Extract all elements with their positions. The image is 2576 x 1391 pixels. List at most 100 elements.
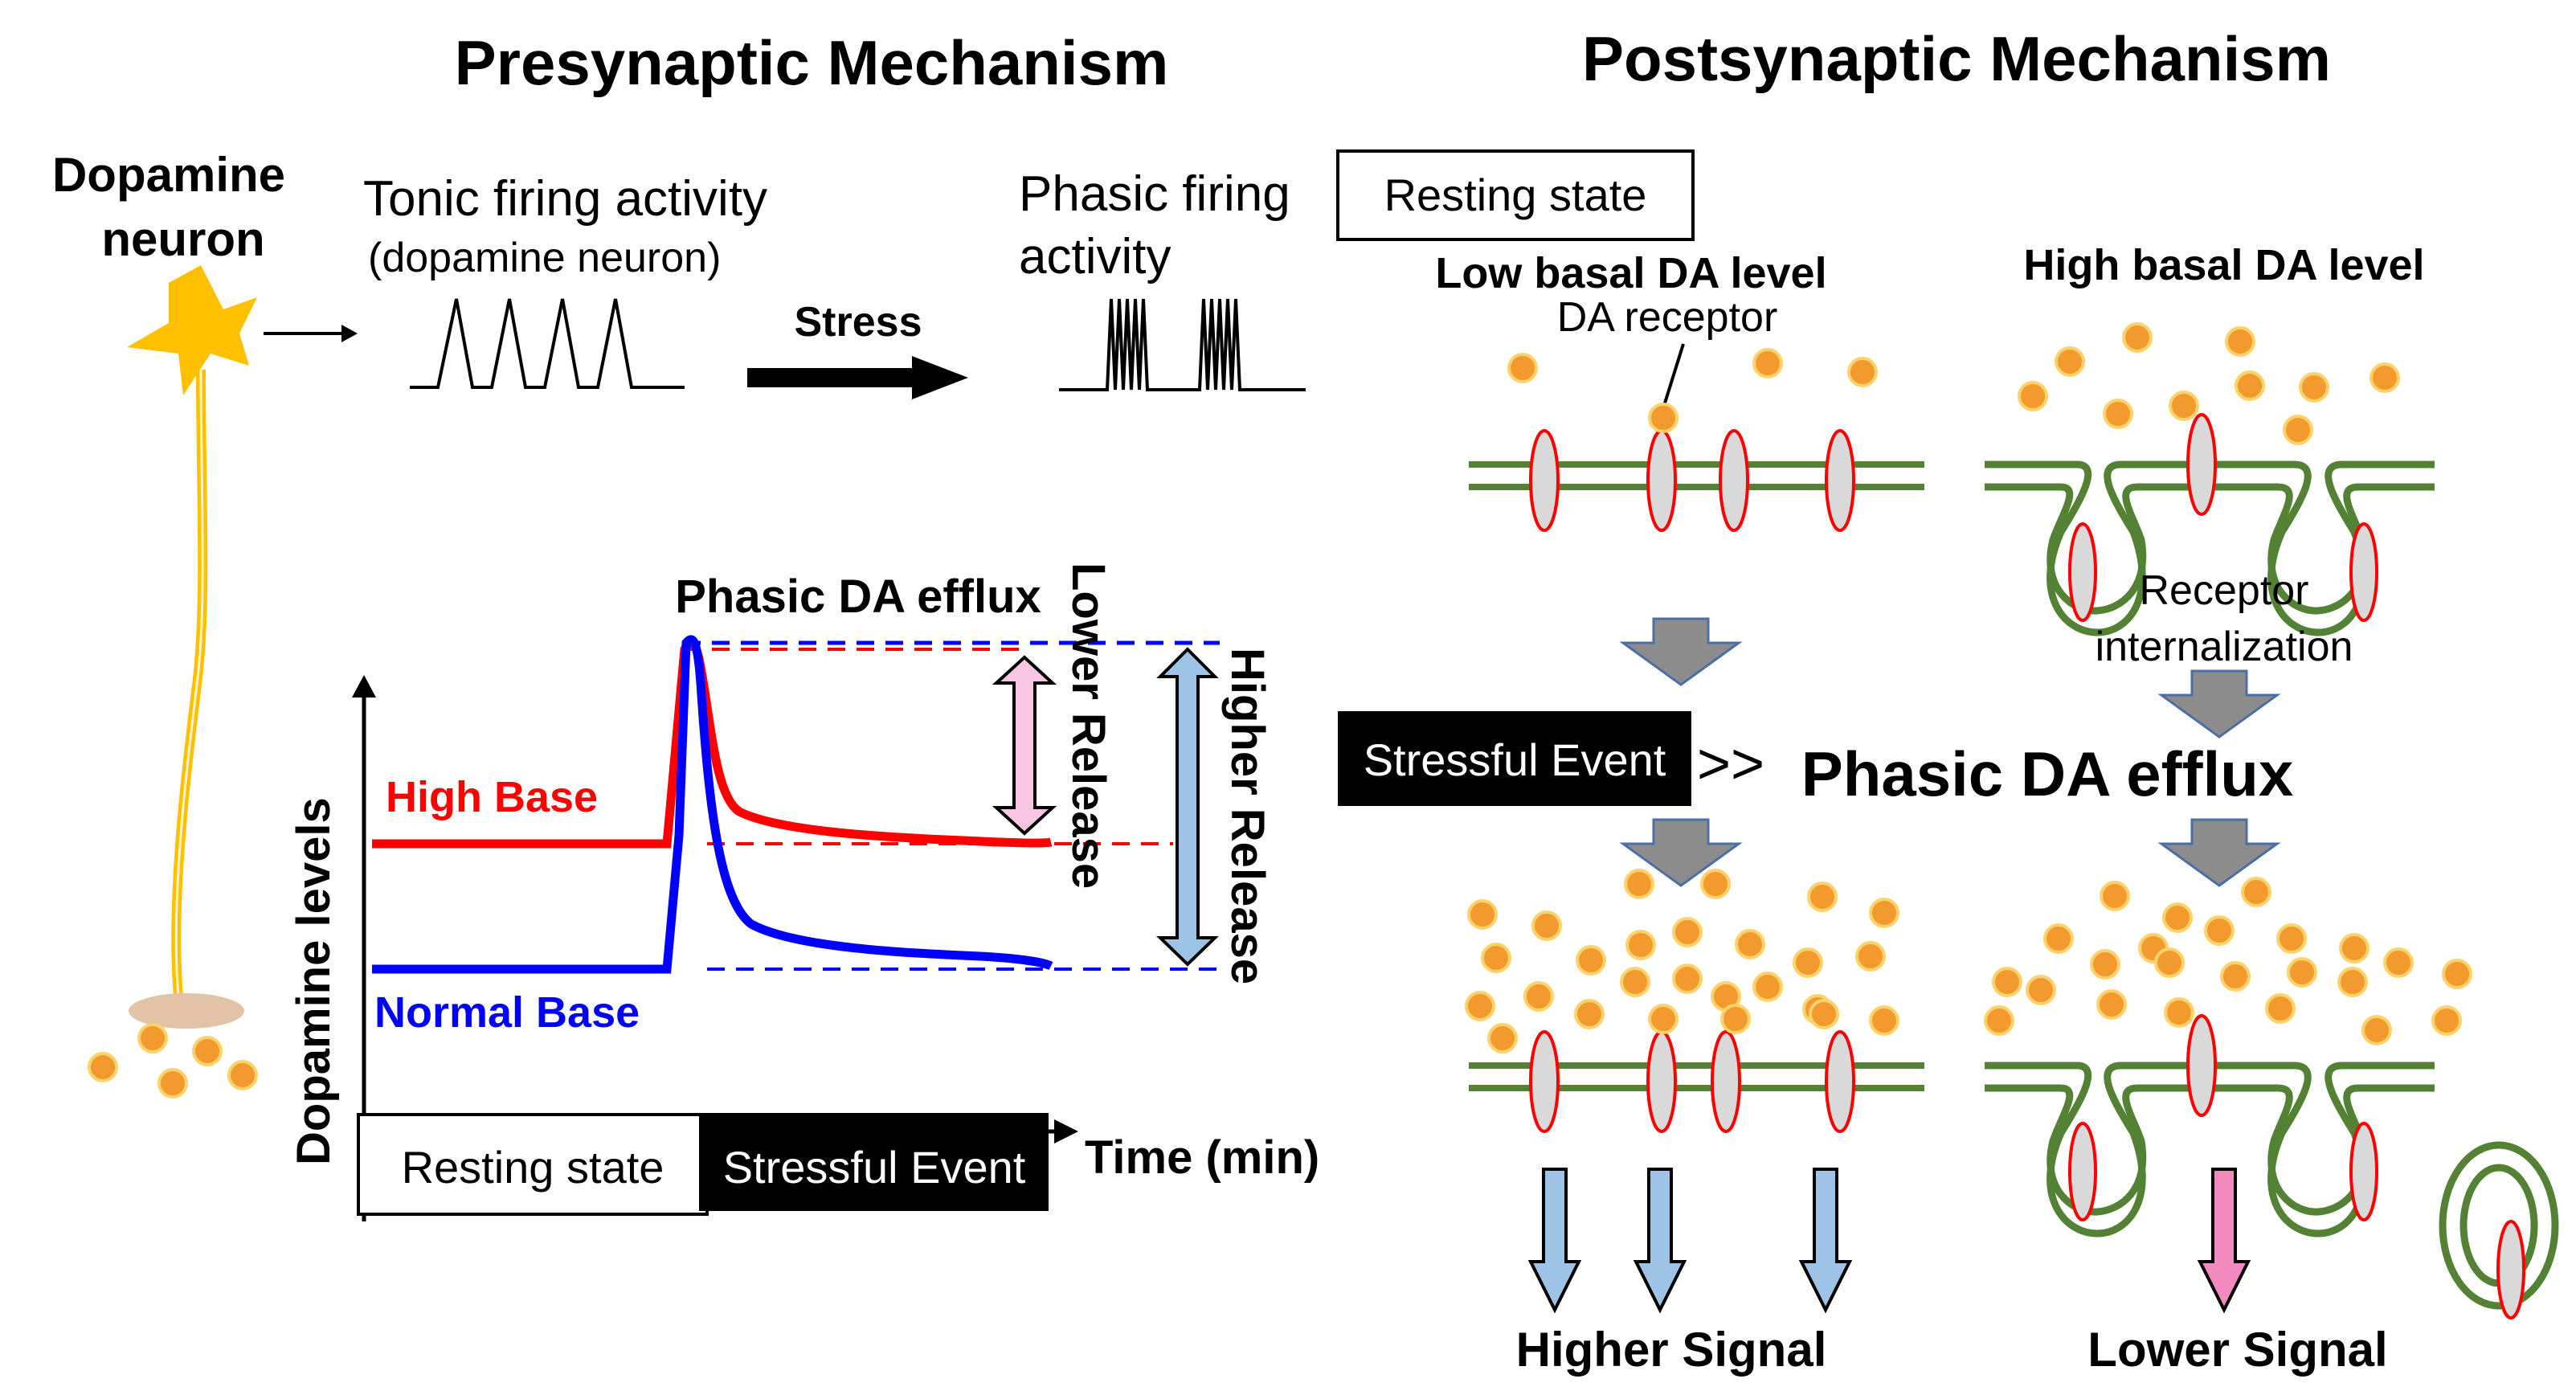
dopamine-particle <box>2225 326 2255 357</box>
lower-signal-label: Lower Signal <box>2087 1323 2387 1377</box>
post-phasic-efflux-label: Phasic DA efflux <box>1801 738 2294 809</box>
dopamine-particle <box>1752 972 1783 1002</box>
dopamine-particle <box>88 1052 118 1082</box>
dopamine-particle <box>2043 923 2074 954</box>
dopamine-particle <box>1855 941 1886 972</box>
dopamine-particle <box>2265 993 2296 1024</box>
dopamine-particle <box>1869 898 1899 928</box>
higher-release-arrow <box>1156 647 1219 967</box>
dopamine-particle <box>1624 869 1654 899</box>
dopamine-particle <box>137 1023 168 1053</box>
dopamine-particle <box>1467 899 1498 930</box>
down-arrow <box>1619 617 1743 686</box>
dopamine-particle <box>2241 877 2271 907</box>
dopamine-receptor <box>2496 1220 2525 1319</box>
dopamine-particle <box>1507 353 1538 383</box>
dopamine-receptor <box>1646 429 1677 532</box>
da-receptor-label: DA receptor <box>1557 294 1778 341</box>
dopamine-receptor <box>1529 429 1560 532</box>
dopamine-receptor <box>1711 1030 1741 1133</box>
phasic-label-line1: Phasic firing <box>1019 166 1290 222</box>
dopamine-receptor <box>2068 522 2097 622</box>
low-basal-label: Low basal DA level <box>1435 249 1826 297</box>
dopamine-particle <box>1809 999 1839 1029</box>
dopamine-particle <box>2164 997 2194 1028</box>
dopamine-particle <box>1672 917 1703 947</box>
dopamine-particle <box>2204 915 2235 946</box>
dopamine-particle <box>2100 881 2130 911</box>
tonic-firing-trace <box>410 298 685 389</box>
dopamine-receptor <box>1825 1030 1855 1133</box>
dopamine-particle <box>1523 981 1554 1012</box>
tonic-label-line1: Tonic firing activity <box>363 171 767 227</box>
internalization-label-line1: Receptor <box>2140 567 2309 614</box>
dopamine-particle <box>1574 999 1605 1029</box>
much-greater-than-symbol: >> <box>1697 732 1764 796</box>
high-basal-label: High basal DA level <box>2023 241 2424 289</box>
normal-base-curve <box>372 635 1053 974</box>
dopamine-particle <box>1576 945 1606 976</box>
dopamine-particle <box>1465 991 1495 1021</box>
post-stressful-event-box <box>1338 711 1691 806</box>
dopamine-particle <box>1984 1005 2014 1036</box>
dopamine-receptor <box>1719 429 1749 532</box>
graph-title: Phasic DA efflux <box>675 571 1041 623</box>
dopamine-particle <box>2361 1015 2392 1045</box>
dopamine-receptor <box>1529 1030 1560 1133</box>
down-arrow <box>2157 818 2281 887</box>
dopamine-particle <box>2431 1005 2462 1036</box>
dopamine-particle <box>157 1068 188 1098</box>
stress-arrow <box>747 356 968 399</box>
dopamine-particle <box>2018 381 2048 411</box>
dopamine-particle <box>2122 322 2153 353</box>
postsynaptic-scenes <box>1465 322 2559 1319</box>
graph-stressful-event-box <box>699 1113 1049 1211</box>
higher-signal-label: Higher Signal <box>1516 1323 1827 1377</box>
released-dopamine-particles <box>88 1023 258 1098</box>
dopamine-particle <box>1752 348 1783 378</box>
internalized-vesicle <box>2439 1141 2559 1310</box>
dopamine-particle <box>2220 961 2251 992</box>
dopamine-particle <box>2276 923 2307 954</box>
dopamine-particle <box>1847 357 1878 387</box>
dopamine-particle <box>1481 943 1511 973</box>
neuron-label-line1: Dopamine <box>52 148 285 202</box>
dopamine-particle <box>1807 882 1838 912</box>
dopamine-particle <box>1992 967 2022 997</box>
dopamine-level-graph: Phasic DA efflux Dopamine levels Time (m… <box>288 563 1319 1221</box>
higher-release-label: Higher Release <box>1221 648 1274 984</box>
dopamine-particle <box>2283 415 2313 445</box>
dopamine-receptor <box>1646 1030 1677 1133</box>
dopamine-particle <box>2339 933 2370 963</box>
dopamine-particle <box>2090 949 2120 980</box>
dopamine-particle <box>2169 391 2199 421</box>
dopamine-particle <box>1648 1004 1678 1034</box>
dopamine-particle <box>1720 1004 1751 1034</box>
signal-arrow <box>1633 1168 1687 1314</box>
post-resting-state-box <box>1336 149 1695 241</box>
dopamine-particle <box>2154 947 2185 978</box>
dopamine-receptor <box>2186 413 2217 516</box>
lower-release-arrow <box>992 655 1057 836</box>
internalization-label-line2: internalization <box>2096 624 2353 670</box>
dopamine-particle <box>1531 910 1562 941</box>
dopamine-particle <box>2026 975 2056 1005</box>
dopamine-particle <box>2299 372 2329 403</box>
dopamine-particle <box>1487 1023 1518 1053</box>
phasic-label-line2: activity <box>1019 229 1171 284</box>
postsynaptic-title: Postsynaptic Mechanism <box>1582 23 2331 94</box>
stress-label: Stress <box>795 299 922 346</box>
dopamine-neuron-illustration <box>127 265 257 1029</box>
dopamine-particle <box>227 1060 258 1090</box>
neuron-label-line2: neuron <box>101 212 264 266</box>
dopamine-particle <box>2096 989 2127 1020</box>
dopamine-particle <box>192 1036 223 1066</box>
dopamine-particle <box>1672 963 1703 994</box>
dopamine-receptor <box>2068 1122 2097 1221</box>
dopamine-particle <box>2055 346 2085 377</box>
dopamine-particle <box>1648 403 1678 433</box>
phasic-firing-trace <box>1059 298 1306 391</box>
dopamine-receptor <box>2349 1122 2378 1221</box>
signal-arrow <box>1527 1168 1582 1314</box>
